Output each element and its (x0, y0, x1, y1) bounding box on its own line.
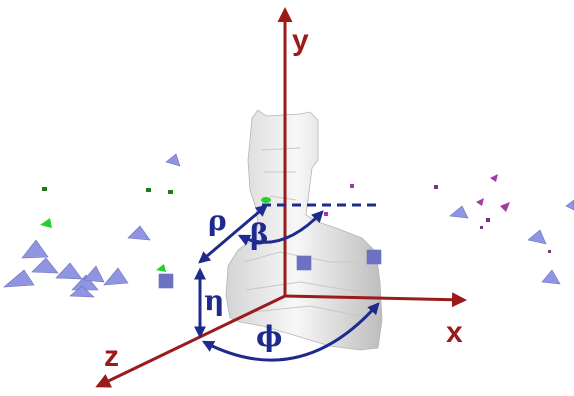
highlight-point (261, 197, 271, 203)
beta-arc (237, 210, 324, 246)
rho-label: ρ (208, 204, 227, 237)
phi-arc (201, 302, 380, 362)
camera-pyramid-icon (55, 262, 83, 280)
phi-label: ϕ (256, 320, 282, 353)
highlight-point (40, 218, 52, 228)
magenta-point (480, 226, 483, 229)
camera-pyramid-icon (31, 257, 59, 274)
camera-pyramid-icon (3, 269, 35, 288)
beta-label: β (250, 218, 269, 251)
magenta-point (434, 185, 438, 189)
camera-pyramid-icon (21, 239, 49, 259)
highlight-point (168, 190, 173, 194)
camera-pyramid-icon (127, 225, 151, 241)
camera-pyramid-icon (449, 205, 469, 219)
magenta-point (476, 198, 484, 206)
camera-pyramid-icon (565, 199, 574, 211)
x-axis-label: x (446, 316, 463, 349)
magenta-point (548, 250, 551, 253)
camera-pyramid-icon (165, 153, 181, 167)
highlight-point (146, 188, 151, 192)
magenta-point (490, 174, 498, 182)
magenta-point (486, 218, 490, 222)
magenta-point (500, 202, 510, 212)
feature-markers (40, 174, 551, 272)
highlight-point (156, 264, 166, 272)
camera-pyramid-icon (296, 255, 312, 271)
camera-pyramid-icon (541, 269, 561, 285)
y-axis-label: y (292, 24, 309, 57)
camera-pyramid-icon (83, 265, 105, 283)
magenta-point (324, 212, 328, 216)
z-axis-label: z (104, 340, 119, 373)
x-axis (284, 292, 467, 308)
camera-pyramid-icon (366, 249, 382, 265)
eta-label: η (204, 284, 224, 317)
camera-cluster (3, 153, 574, 298)
magenta-point (350, 184, 354, 188)
highlight-point (42, 187, 47, 191)
camera-pyramid-icon (103, 267, 129, 286)
camera-pyramid-icon (69, 285, 95, 298)
camera-pyramid-icon (527, 229, 547, 245)
camera-pyramid-icon (158, 273, 174, 289)
parameter-geometry (194, 203, 380, 362)
